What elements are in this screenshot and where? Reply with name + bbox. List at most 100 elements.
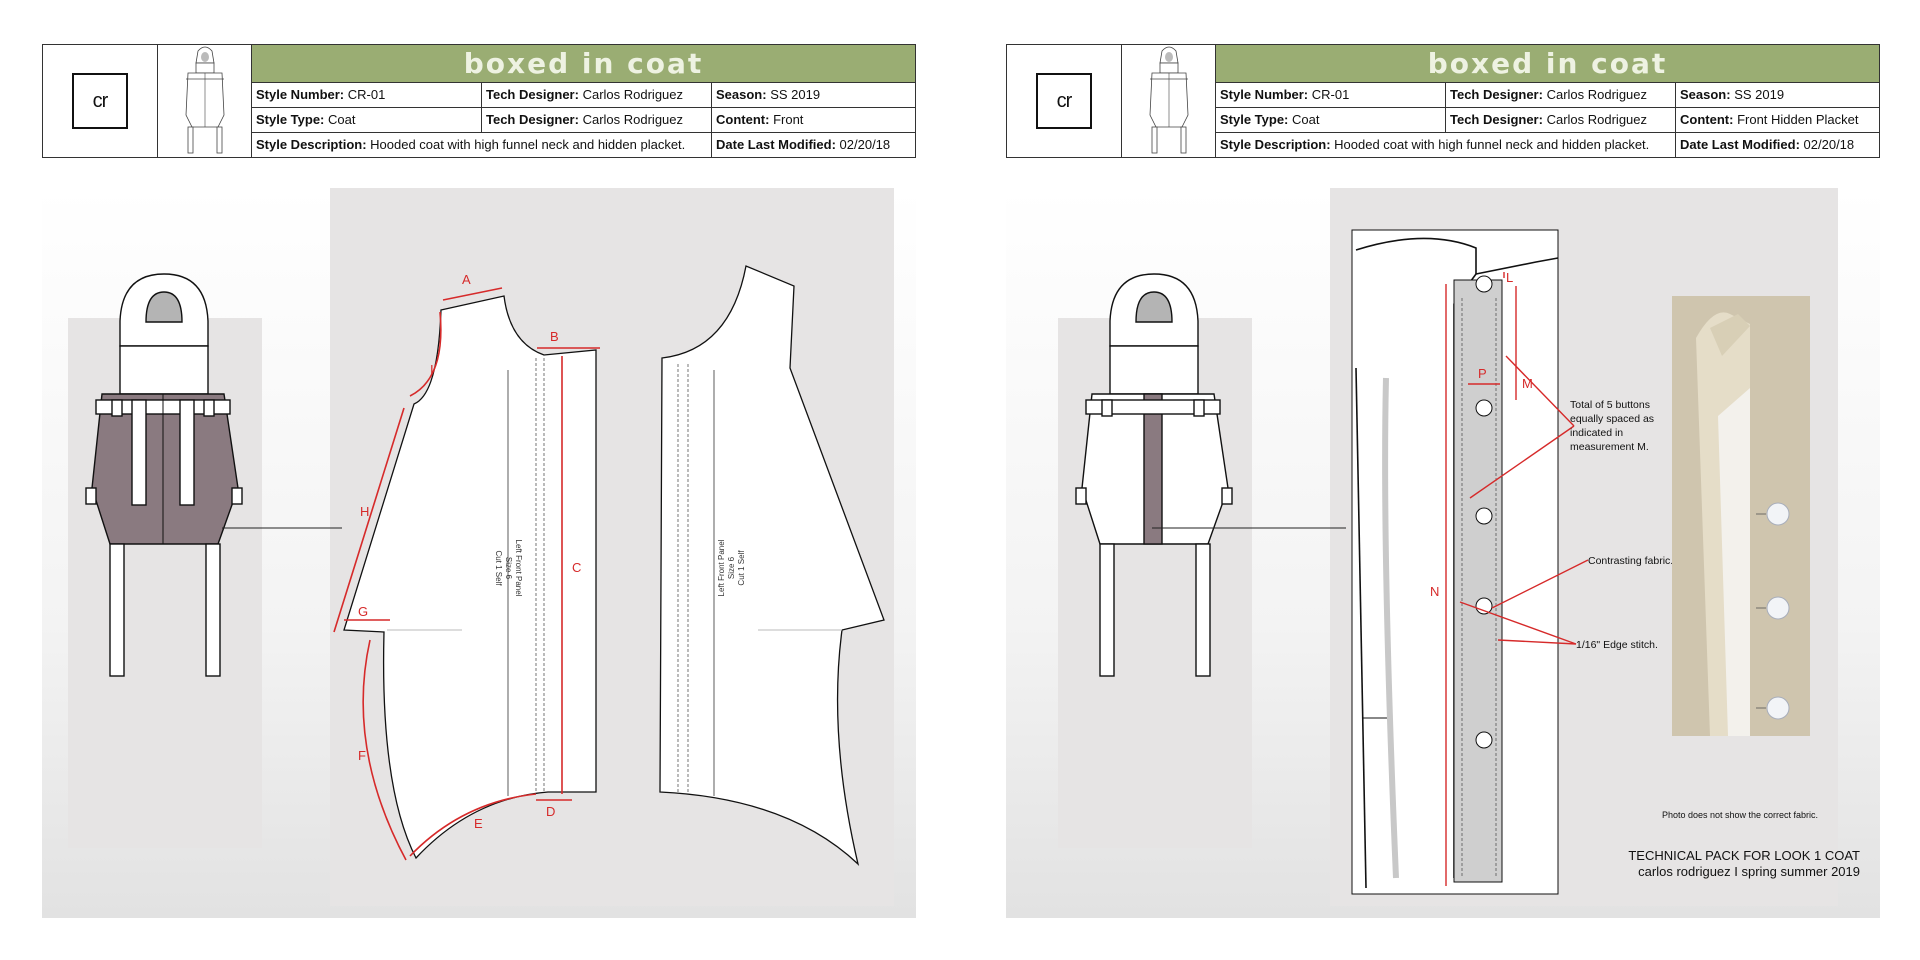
date-cell: Date Last Modified: 02/20/18	[712, 133, 915, 157]
pattern-label-right-line-2: Size 6	[727, 556, 736, 579]
label-i: I	[430, 362, 434, 377]
footer-line-2: carlos rodriguez I spring summer 2019	[1638, 864, 1860, 879]
pattern-piece-label-left: Left Front Panel Size 6 Cut 1 Self	[494, 540, 523, 597]
header-row-2-right: Style Type: Coat Tech Designer: Carlos R…	[1216, 107, 1879, 132]
label-g: G	[358, 604, 368, 619]
label-h: H	[360, 504, 369, 519]
season-label-right: Season:	[1680, 87, 1731, 102]
placket-buttons	[1475, 275, 1493, 749]
tech-designer-2-value-right: Carlos Rodriguez	[1546, 112, 1648, 127]
logo-cell-right: cr	[1007, 45, 1122, 157]
title-band-right: boxed in coat	[1216, 45, 1879, 82]
note-buttons-line-3: indicated in	[1570, 427, 1623, 439]
brand-logo: cr	[72, 73, 128, 129]
label-m: M	[1522, 376, 1533, 391]
tech-designer-2-label: Tech Designer:	[486, 112, 579, 127]
label-a: A	[462, 272, 471, 287]
spec-header-right: cr boxed in coat Style Number: CR-01 Tec…	[1006, 44, 1880, 158]
style-description-cell-right: Style Description: Hooded coat with high…	[1216, 133, 1676, 157]
front-panel-pattern-left	[343, 295, 597, 860]
header-row-1-right: Style Number: CR-01 Tech Designer: Carlo…	[1216, 82, 1879, 107]
coat-thumbnail-sketch-right	[1149, 46, 1189, 154]
label-l: L	[1506, 270, 1513, 285]
style-type-cell: Style Type: Coat	[252, 108, 482, 132]
title-band: boxed in coat	[252, 45, 915, 82]
style-description-value: Hooded coat with high funnel neck and hi…	[370, 137, 686, 152]
style-number-value-right: CR-01	[1311, 87, 1350, 102]
pattern-piece-label-right: Left Front Panel Size 6 Cut 1 Self	[717, 539, 746, 596]
sheet-footer: TECHNICAL PACK FOR LOOK 1 COAT carlos ro…	[1520, 848, 1860, 880]
measurement-lines	[333, 287, 600, 861]
style-description-value-right: Hooded coat with high funnel neck and hi…	[1334, 137, 1650, 152]
note-buttons-line-2: equally spaced as	[1570, 413, 1654, 425]
content-value: Front	[773, 112, 804, 127]
header-row-2: Style Type: Coat Tech Designer: Carlos R…	[252, 107, 915, 132]
coat-thumbnail-right	[1122, 45, 1216, 157]
content-label: Content:	[716, 112, 770, 127]
style-number-label-right: Style Number:	[1220, 87, 1309, 102]
footer-line-1: TECHNICAL PACK FOR LOOK 1 COAT	[1628, 848, 1860, 863]
season-value: SS 2019	[770, 87, 821, 102]
pattern-label-line-2: Size 6	[504, 557, 513, 580]
date-value-right: 02/20/18	[1803, 137, 1855, 152]
date-label: Date Last Modified:	[716, 137, 836, 152]
tech-designer-cell-right: Tech Designer: Carlos Rodriguez	[1446, 83, 1676, 107]
pattern-seam-guides	[535, 358, 545, 792]
placket-measurement-labels: L P M N	[1430, 270, 1533, 599]
spec-header: cr boxed in coat Style Number: CR-01 Tec…	[42, 44, 916, 158]
label-f: F	[358, 748, 366, 763]
placket-drawings: L P M N Total of 5 buttons equally space…	[1075, 229, 1818, 895]
logo-cell: cr	[43, 45, 158, 157]
tech-sheet-placket: cr boxed in coat Style Number: CR-01 Tec…	[1006, 38, 1880, 918]
placket-notes: Total of 5 buttons equally spaced as ind…	[1570, 399, 1673, 651]
style-number-value: CR-01	[347, 87, 386, 102]
pattern-seam-guides-right	[677, 364, 689, 792]
content-cell: Content: Front	[712, 108, 915, 132]
pattern-label-line-3: Cut 1 Self	[494, 550, 503, 586]
pattern-label-line-1: Left Front Panel	[514, 540, 523, 597]
note-buttons-line-1: Total of 5 buttons	[1570, 399, 1650, 411]
content-label-right: Content:	[1680, 112, 1734, 127]
sheet-title-right: boxed in coat	[1427, 47, 1668, 80]
content-value-right: Front Hidden Placket	[1737, 112, 1859, 127]
tech-designer-value-right: Carlos Rodriguez	[1546, 87, 1648, 102]
tech-designer-value: Carlos Rodriguez	[582, 87, 684, 102]
label-b: B	[550, 329, 559, 344]
tech-designer-2-value: Carlos Rodriguez	[582, 112, 684, 127]
label-e: E	[474, 816, 483, 831]
tech-designer-2-cell: Tech Designer: Carlos Rodriguez	[482, 108, 712, 132]
tech-designer-2-label-right: Tech Designer:	[1450, 112, 1543, 127]
placket-measurement-lines	[1445, 272, 1589, 886]
header-row-1: Style Number: CR-01 Tech Designer: Carlo…	[252, 82, 915, 107]
style-number-cell: Style Number: CR-01	[252, 83, 482, 107]
tech-designer-label: Tech Designer:	[486, 87, 579, 102]
tech-designer-label-right: Tech Designer:	[1450, 87, 1543, 102]
tech-designer-cell: Tech Designer: Carlos Rodriguez	[482, 83, 712, 107]
style-description-label-right: Style Description:	[1220, 137, 1331, 152]
style-type-value: Coat	[328, 112, 356, 127]
note-contrast-fabric: Contrasting fabric.	[1588, 555, 1673, 567]
note-buttons-line-4: measurement M.	[1570, 441, 1649, 453]
label-c: C	[572, 560, 581, 575]
coat-thumbnail	[158, 45, 252, 157]
style-number-cell-right: Style Number: CR-01	[1216, 83, 1446, 107]
season-value-right: SS 2019	[1734, 87, 1785, 102]
measurement-labels: A B C D E F G H I	[358, 272, 581, 831]
label-n: N	[1430, 584, 1439, 599]
style-type-label-right: Style Type:	[1220, 112, 1289, 127]
date-label-right: Date Last Modified:	[1680, 137, 1800, 152]
brand-logo-right: cr	[1036, 73, 1092, 129]
pattern-label-right-line-1: Left Front Panel	[717, 539, 726, 596]
front-drawings: Left Front Panel Size 6 Cut 1 Self Left …	[85, 265, 885, 866]
label-p: P	[1478, 366, 1487, 381]
pattern-label-right-line-3: Cut 1 Self	[737, 550, 746, 586]
date-cell-right: Date Last Modified: 02/20/18	[1676, 133, 1879, 157]
season-label: Season:	[716, 87, 767, 102]
season-cell: Season: SS 2019	[712, 83, 915, 107]
coat-thumbnail-sketch	[185, 46, 225, 154]
note-edge-stitch: 1/16" Edge stitch.	[1576, 639, 1658, 651]
reference-photo	[1672, 296, 1810, 736]
style-description-cell: Style Description: Hooded coat with high…	[252, 133, 712, 157]
tech-designer-2-cell-right: Tech Designer: Carlos Rodriguez	[1446, 108, 1676, 132]
style-type-value-right: Coat	[1292, 112, 1320, 127]
